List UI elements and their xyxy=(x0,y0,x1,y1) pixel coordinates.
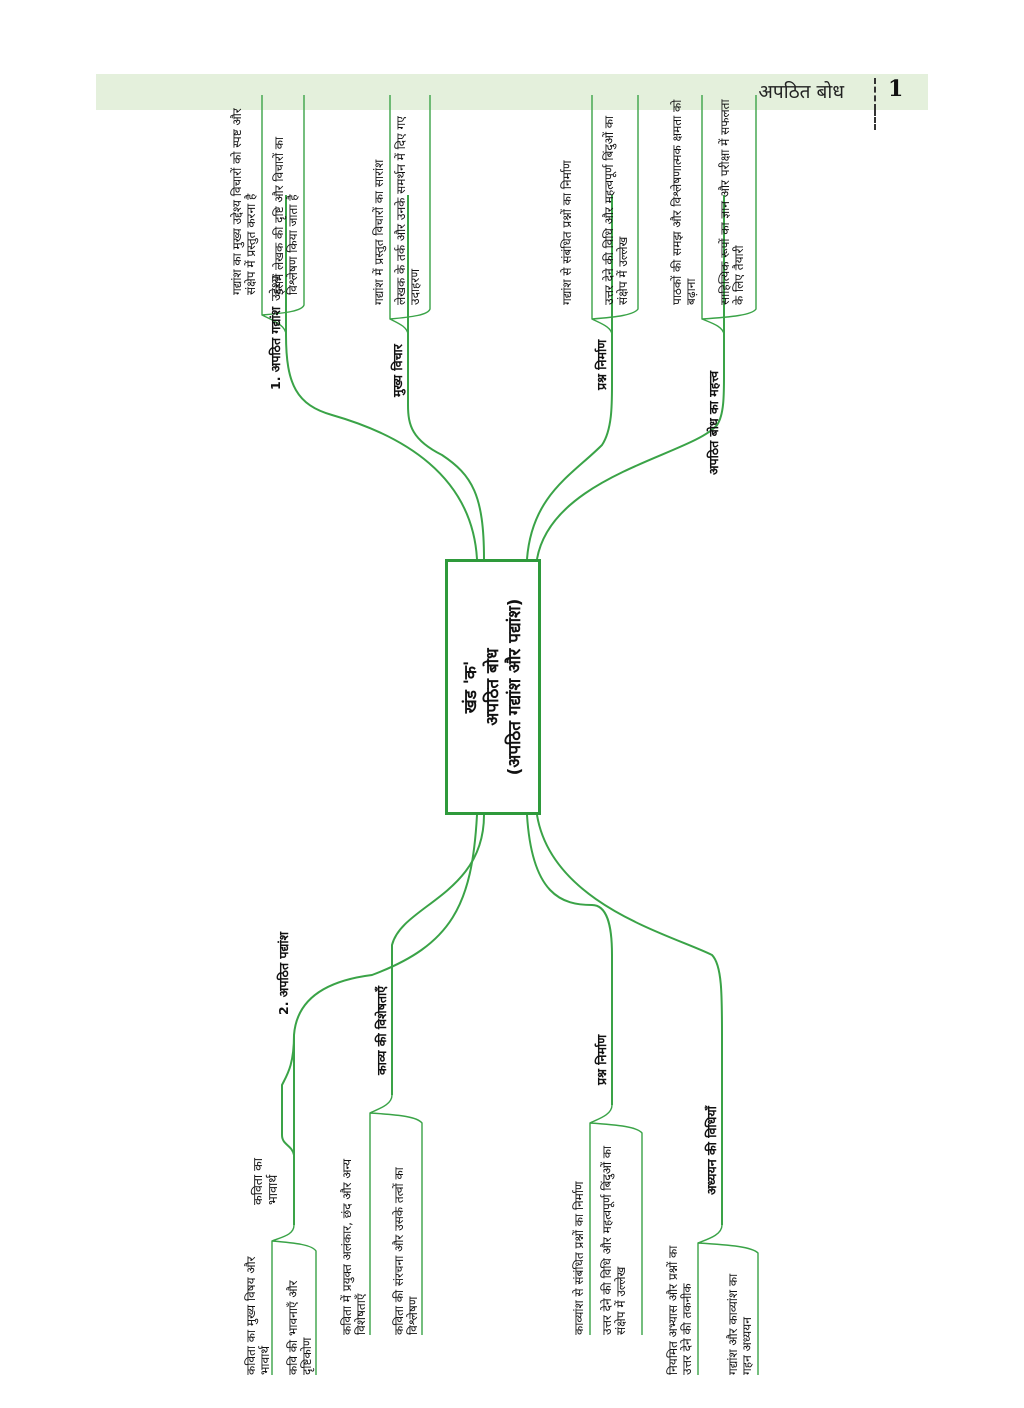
line-prose-main xyxy=(285,195,478,560)
header-title: अपठित बोध xyxy=(758,81,844,103)
bracket-kavya-leaves xyxy=(369,1094,423,1335)
leaf-uddeshya-2: इसमें लेखक की दृष्टि और विचारों का विश्ल… xyxy=(272,136,300,295)
label-mukhya: मुख्य विचार xyxy=(390,344,405,397)
bracket-mahatva xyxy=(701,95,757,336)
center-line1: खंड 'क' xyxy=(461,660,481,714)
label-poetry: 2. अपठित पद्यांश xyxy=(276,931,291,1015)
bracket-adhyayan-leaves xyxy=(697,1224,759,1375)
bracket-poetry-prashna-leaves xyxy=(589,1104,643,1335)
line-poetry-prashna xyxy=(526,814,613,1105)
center-line3: (अपठित गद्यांश और पद्यांश) xyxy=(505,598,525,776)
center-line2: अपठित बोध xyxy=(483,648,503,726)
header-dash-mark xyxy=(874,110,876,130)
bracket-prose-prashna xyxy=(591,95,639,336)
leaf-adhyayan-2: गद्यांश और काव्यांश का गहन अध्ययन xyxy=(726,1273,754,1375)
leaf-bhavarth-1: कविता का मुख्य विषय और भावार्थ xyxy=(244,1256,272,1375)
line-bhavarth xyxy=(281,1034,295,1135)
bracket-bhavarth xyxy=(281,1134,295,1215)
mindmap-rotated: खंड 'क' अपठित बोध (अपठित गद्यांश और पद्य… xyxy=(72,95,952,1375)
leaf-prose-prashna-1: गद्यांश से संबंधित प्रश्नों का निर्माण xyxy=(560,160,574,305)
leaf-mukhya-2: लेखक के तर्क और उनके समर्थन में दिए गए उ… xyxy=(394,116,422,305)
line-adhyayan xyxy=(536,814,723,1225)
leaf-kavya-1: कविता में प्रयुक्त अलंकार, छंद और अन्य व… xyxy=(340,1158,368,1335)
mindmap-lines xyxy=(261,95,759,1375)
leaf-adhyayan-1: नियमित अभ्यास और प्रश्नों का उत्तर देने … xyxy=(666,1245,694,1375)
label-prose: 1. अपठित गद्यांश xyxy=(268,306,283,390)
leaf-poetry-prashna-1: काव्यांश से संबंधित प्रश्नों का निर्माण xyxy=(572,1181,586,1335)
center-node: खंड 'क' अपठित बोध (अपठित गद्यांश और पद्य… xyxy=(445,559,541,815)
leaf-kavya-2: कविता की संरचना और उसके तत्वों का विश्ले… xyxy=(392,1167,420,1335)
line-kavya xyxy=(391,814,485,1095)
bracket-uddeshya xyxy=(261,95,305,336)
line-mukhya xyxy=(407,195,485,560)
label-bhavarth: कविता का भावार्थ xyxy=(250,1158,280,1205)
line-poetry-main xyxy=(293,814,478,1225)
leaf-mahatva-2: साहित्यिक रूपों का ज्ञान और परीक्षा में … xyxy=(718,99,746,305)
line-prose-prashna xyxy=(526,195,613,560)
label-poetry-prashna: प्रश्न निर्माण xyxy=(594,1034,609,1085)
line-mahatva xyxy=(536,195,725,560)
page-header: अपठित बोध 1 xyxy=(96,74,928,110)
page-number: 1 xyxy=(888,76,904,102)
label-kavya: काव्य की विशेषताएँ xyxy=(374,985,389,1075)
leaf-mukhya-1: गद्यांश में प्रस्तुत विचारों का सारांश xyxy=(372,159,386,305)
label-mahatva: अपठित बोध का महत्त्व xyxy=(706,370,721,475)
leaf-poetry-prashna-2: उत्तर देने की विधि और महत्वपूर्ण बिंदुओं… xyxy=(600,1145,628,1335)
label-prose-prashna: प्रश्न निर्माण xyxy=(594,339,609,390)
leaf-prose-prashna-2: उत्तर देने की विधि और महत्वपूर्ण बिंदुओं… xyxy=(602,115,630,305)
leaf-bhavarth-2: कवि की भावनाएँ और दृष्टिकोण xyxy=(286,1280,314,1375)
bracket-mukhya xyxy=(389,95,431,336)
leaf-uddeshya-1: गद्यांश का मुख्य उद्देश्य विचारों को स्प… xyxy=(230,108,258,295)
label-adhyayan: अध्ययन की विधियाँ xyxy=(704,1106,719,1195)
bracket-bhavarth-leaves xyxy=(271,1224,317,1375)
leaf-mahatva-1: पाठकों की समझ और विश्लेषणात्मक क्षमता को… xyxy=(670,99,698,305)
header-separator xyxy=(874,78,876,110)
